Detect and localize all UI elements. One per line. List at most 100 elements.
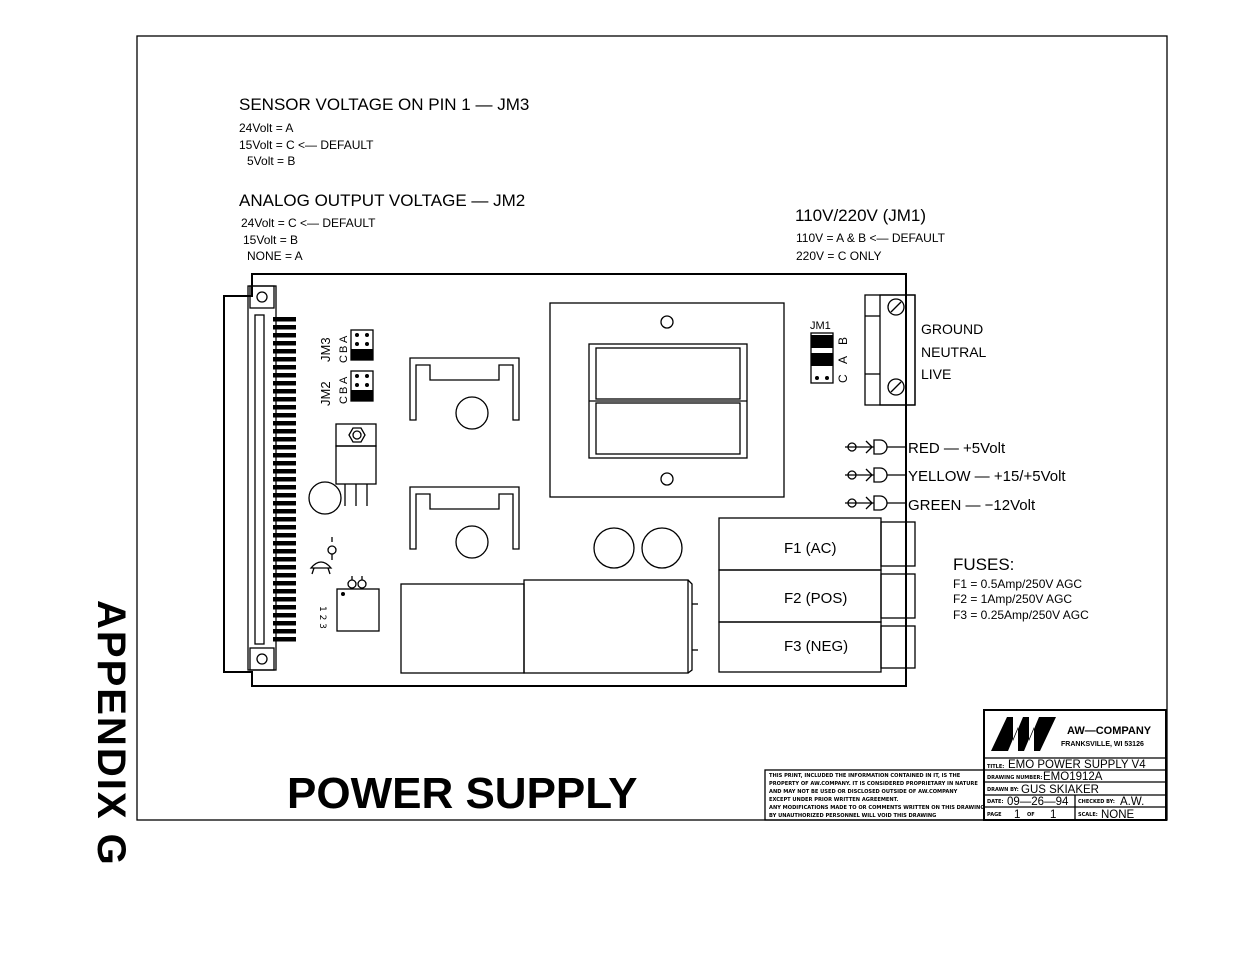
led-label: YELLOW — +15/+5Volt [908,468,1066,485]
trim-potentiometer: 1 2 3 [317,576,380,632]
appendix-label: APPENDIX G [89,600,133,867]
field-label: OF [1027,812,1035,818]
field-label: PAGE [987,812,1002,818]
company-logo [991,717,1056,751]
sensor-line: 15Volt = C <— DEFAULT [239,138,374,152]
led-label: GREEN — −12Volt [908,497,1036,514]
connector-finger [273,381,296,386]
bridge-component [400,579,698,674]
mounting-hole [256,291,268,303]
transistor [309,537,337,575]
connector-finger [273,581,296,586]
disclaimer-line: PROPERTY OF AW.COMPANY. IT IS CONSIDERED… [769,781,978,787]
drawing-title: EMO POWER SUPPLY V4 [1008,759,1146,771]
jm2-label: JM2 [318,381,333,406]
connector-finger [273,541,296,546]
fuses-heading: FUSES: [953,555,1014,574]
connector-finger [273,461,296,466]
jumper-pin-label: A [338,335,350,343]
mounting-hole [256,653,268,665]
connector-finger [273,637,296,642]
analog-heading: ANALOG OUTPUT VOLTAGE — JM2 [239,191,525,210]
field-label: DRAWN BY: [987,787,1019,793]
analog-output-notes: ANALOG OUTPUT VOLTAGE — JM2 24Volt = C <… [239,191,525,263]
heat-sink [409,357,520,430]
connector-finger [273,565,296,570]
jumper-pin-label: B [338,387,350,394]
sensor-voltage-notes: SENSOR VOLTAGE ON PIN 1 — JM3 24Volt = A… [239,95,529,168]
title-block: AW—COMPANY FRANKSVILLE, WI 53126 TITLE: … [983,709,1167,821]
led-label: RED — +5Volt [908,440,1006,457]
page-title: POWER SUPPLY [287,769,637,818]
jumper-pin-label: C [338,355,350,363]
connector-finger [273,349,296,354]
analog-line: 24Volt = C <— DEFAULT [241,216,376,230]
disclaimer: THIS PRINT, INCLUDED THE INFORMATION CON… [764,769,985,821]
voltage-regulator [335,423,377,506]
fuse-line: F2 = 1Amp/250V AGC [953,592,1072,606]
pcb-board [223,273,907,687]
disclaimer-line: BY UNAUTHORIZED PERSONNEL WILL VOID THIS… [769,813,936,819]
connector-finger [273,341,296,346]
checked-by: A.W. [1120,796,1144,808]
mains-line: 110V = A & B <— DEFAULT [796,231,946,245]
fuse-block-label: F2 (POS) [784,590,847,607]
jumper-pin-label: C [836,374,850,383]
page-number: 1 [1014,809,1020,821]
connector-finger [273,357,296,362]
disclaimer-line: ANY MODIFICATIONS MADE TO OR COMMENTS WR… [769,805,985,811]
edge-connector [273,317,296,642]
company-name: AW—COMPANY [1067,725,1152,737]
field-label: TITLE: [987,764,1004,770]
terminal-block [864,294,916,406]
jm1-label: JM1 [810,320,831,332]
fuse-line: F3 = 0.25Amp/250V AGC [953,608,1089,622]
connector-finger [273,469,296,474]
capacitor [593,527,635,569]
connector-finger [273,549,296,554]
mains-voltage-notes: 110V/220V (JM1) 110V = A & B <— DEFAULT … [795,206,946,263]
connector-finger [273,533,296,538]
heat-sink [409,486,520,559]
connector-finger [273,573,296,578]
jumper-jm3: JM3 A B C [318,329,374,363]
led [845,439,906,455]
analog-line: NONE = A [247,249,303,263]
connector-finger [273,373,296,378]
capacitor [308,481,342,515]
connector-finger [273,437,296,442]
fuse-holder: F1 (AC) [718,517,916,571]
sensor-line: 24Volt = A [239,121,293,135]
company-location: FRANKSVILLE, WI 53126 [1061,741,1144,748]
mains-line: 220V = C ONLY [796,249,882,263]
fuse-block-label: F3 (NEG) [784,638,848,655]
analog-line: 15Volt = B [243,233,298,247]
drawing-frame [136,35,1168,821]
connector-finger [273,389,296,394]
connector-finger [273,517,296,522]
field-label: DATE: [987,799,1003,805]
field-label: CHECKED BY: [1078,799,1115,805]
jumper-pin-label: A [338,376,350,384]
jumper-pin-label: B [338,346,350,353]
connector-finger [273,525,296,530]
connector-finger [273,421,296,426]
terminal-label: GROUND [921,321,983,337]
jumper-jm2: JM2 A B C [318,370,374,406]
connector-finger [273,429,296,434]
drawn-by: GUS SKIAKER [1021,784,1099,796]
connector-finger [273,605,296,610]
fuse-block-label: F1 (AC) [784,540,837,557]
disclaimer-line: AND MAY NOT BE USED OR DISCLOSED OUTSIDE… [769,789,958,795]
led [845,467,906,483]
fuse-notes: FUSES: F1 = 0.5Amp/250V AGC F2 = 1Amp/25… [953,555,1089,622]
mounting-hole [249,647,275,671]
svg-text:1 2 3: 1 2 3 [317,606,327,629]
connector-finger [273,333,296,338]
sensor-heading: SENSOR VOLTAGE ON PIN 1 — JM3 [239,95,529,114]
connector-finger [273,557,296,562]
connector-finger [273,509,296,514]
connector-finger [273,629,296,634]
connector-finger [273,477,296,482]
capacitor [641,527,683,569]
